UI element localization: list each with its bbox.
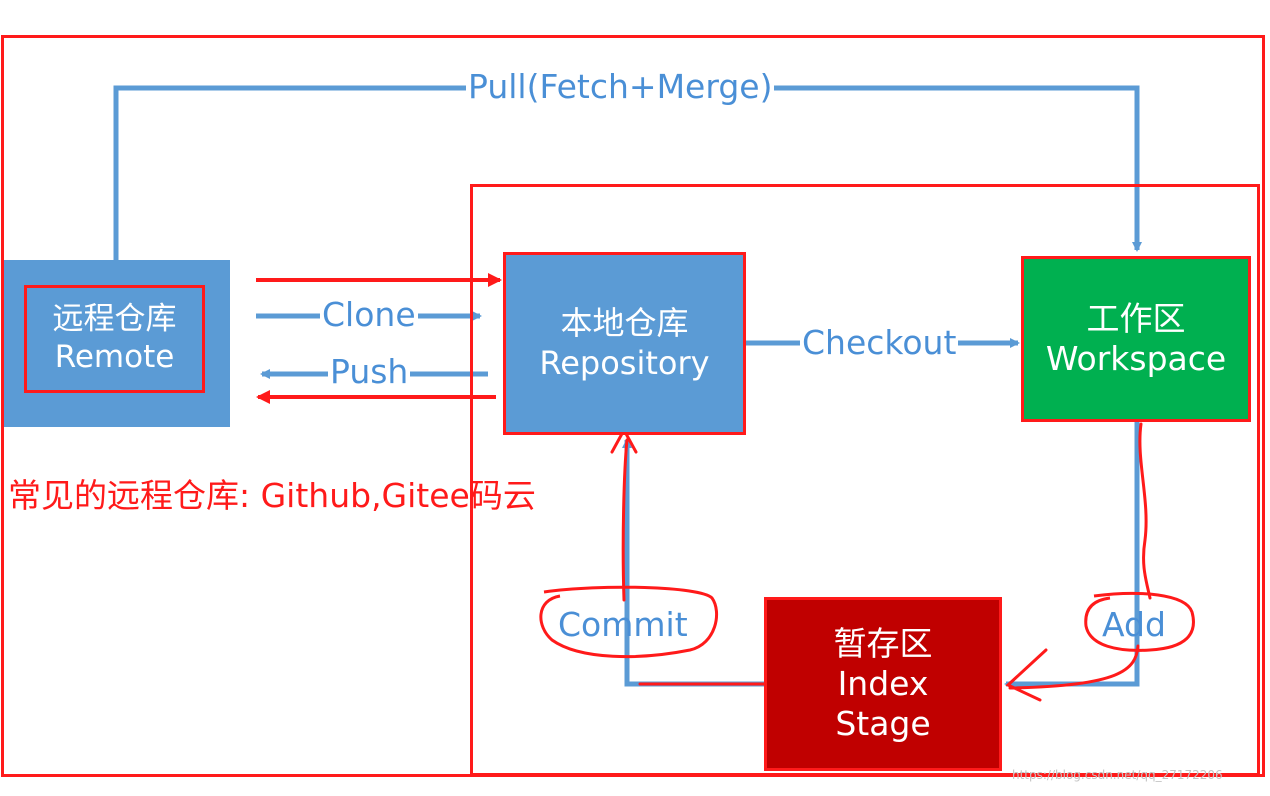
- workspace-en: Workspace: [1045, 339, 1227, 378]
- add-label: Add: [1102, 605, 1166, 644]
- repository-en: Repository: [539, 343, 710, 382]
- pull-label: Pull(Fetch+Merge): [466, 67, 775, 106]
- remote-red-frame: [24, 285, 205, 393]
- repository-box: 本地仓库 Repository: [503, 252, 746, 435]
- local-red-frame: [470, 184, 1260, 776]
- commit-label: Commit: [558, 605, 688, 644]
- repository-zh: 本地仓库: [560, 304, 689, 343]
- index-box: 暂存区 Index Stage: [764, 597, 1002, 771]
- red-commit-circle: [539, 585, 719, 659]
- red-add-trace: [1005, 422, 1152, 702]
- workspace-zh: 工作区: [1086, 298, 1186, 338]
- workspace-box: 工作区 Workspace: [1021, 256, 1251, 422]
- red-add-circle: [1084, 591, 1195, 652]
- remote-examples-note: 常见的远程仓库: Github,Gitee码云: [8, 476, 536, 515]
- index-en: Index: [837, 663, 929, 703]
- watermark: https://blog.csdn.net/qq_27172206: [1012, 768, 1223, 782]
- checkout-label: Checkout: [800, 323, 959, 362]
- index-zh: 暂存区: [833, 623, 933, 663]
- remote-label: 远程仓库 Remote: [24, 285, 205, 393]
- remote-en: Remote: [54, 339, 175, 375]
- clone-label: Clone: [320, 295, 418, 334]
- push-label: Push: [328, 352, 411, 391]
- add-arrow: [1004, 422, 1140, 689]
- remote-zh: 远程仓库: [52, 301, 177, 338]
- stage-en: Stage: [835, 704, 931, 744]
